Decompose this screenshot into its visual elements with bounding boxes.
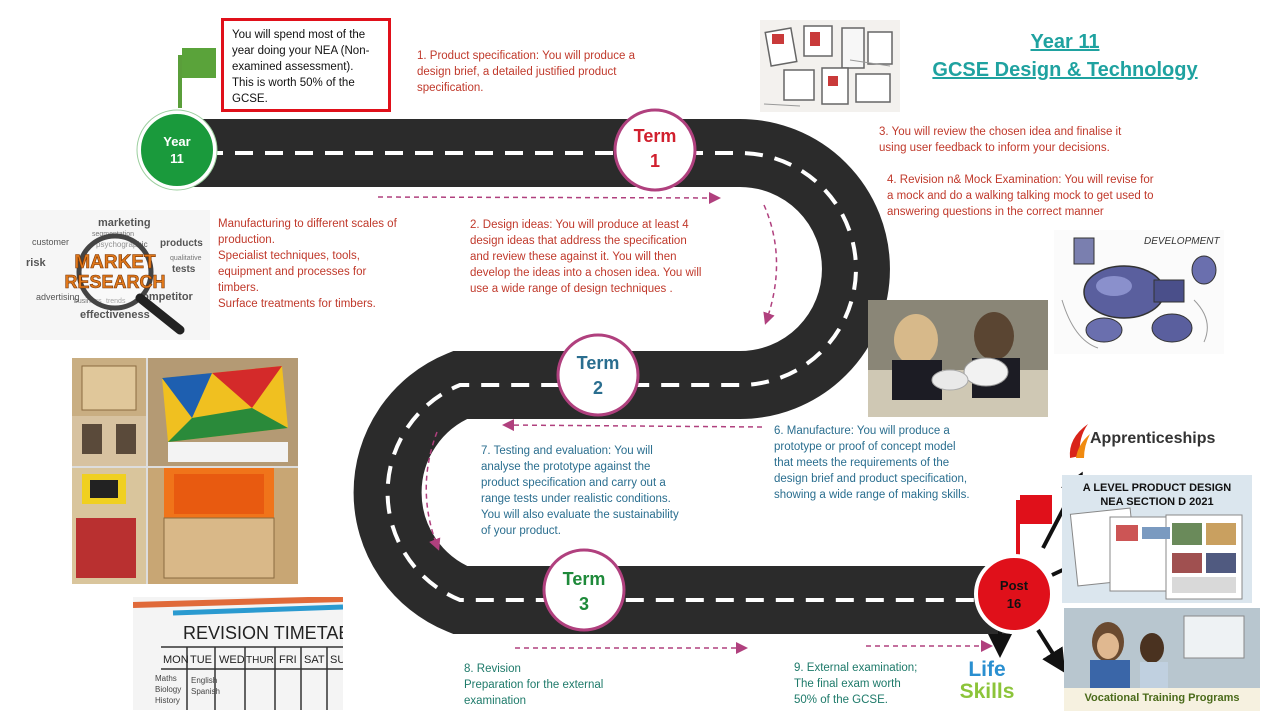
vocational-caption: Vocational Training Programs <box>1084 692 1240 704</box>
arrow-1 <box>377 191 721 204</box>
research-word: RESEARCH <box>64 272 165 292</box>
step-1-text: 1. Product specification: You will produ… <box>417 50 635 94</box>
word-2: customer <box>32 237 69 247</box>
development-graphic: DEVELOPMENT <box>1061 236 1220 349</box>
word-12: qualitative <box>170 255 202 262</box>
apprenticeships-logo: Apprenticeships <box>1066 420 1226 460</box>
cell-spanish: Spanish <box>191 687 220 696</box>
timetable-heading: REVISION TIMETABLE <box>183 623 343 643</box>
market-research-graphic: marketing segmentation customer psychogr… <box>26 217 203 335</box>
cell-maths: Maths <box>155 674 177 683</box>
furniture-photos <box>72 358 298 584</box>
end-label: Post 16 <box>999 578 1029 611</box>
end-circle <box>974 554 1054 634</box>
arrow-vocational <box>1036 628 1066 674</box>
cell-english: English <box>191 676 217 685</box>
sketches-graphic <box>763 25 893 107</box>
classroom-graphic <box>868 300 1048 417</box>
word-7: tests <box>172 264 196 275</box>
day-sun: SU <box>330 654 343 666</box>
step-4-text: 4. Revision n& Mock Examination: You wil… <box>887 174 1154 218</box>
word-11: effectiveness <box>80 309 150 321</box>
term3-label: Term 3 <box>562 569 606 614</box>
market-word: MARKET <box>74 252 156 273</box>
apprenticeships-swoosh-icon <box>1069 424 1090 458</box>
apprenticeships-text: Apprenticeships <box>1090 430 1216 447</box>
a-level-pages-graphic <box>1069 507 1243 600</box>
term3-circle <box>542 548 626 632</box>
timetable-graphic: REVISION TIMETABLE MON TUE WED THUR FRI … <box>133 597 343 710</box>
word-3: psychographic <box>96 240 148 249</box>
product-sketches-image <box>760 20 900 112</box>
step-7-text: 7. Testing and evaluation: You will anal… <box>481 445 679 537</box>
term1-circle <box>613 108 697 192</box>
start-label: Year 11 <box>163 134 191 166</box>
day-tue: TUE <box>190 654 212 666</box>
flag-end <box>1016 495 1052 560</box>
word-4: products <box>160 238 203 249</box>
term1-label: Term 1 <box>633 126 677 171</box>
arrow-4 <box>425 431 441 551</box>
step-9-text: 9. External examination; The final exam … <box>794 662 918 706</box>
word-10: advertising <box>36 292 80 302</box>
word-8: trends <box>106 298 126 305</box>
arrow-3 <box>502 419 763 432</box>
cell-history: History <box>155 696 180 705</box>
revision-timetable-image: REVISION TIMETABLE MON TUE WED THUR FRI … <box>133 597 343 710</box>
classroom-photo <box>868 300 1048 417</box>
nea-note: You will spend most of the year doing yo… <box>221 18 391 112</box>
word-6: business <box>74 298 102 305</box>
day-mon: MON <box>163 654 189 666</box>
day-sat: SAT <box>304 654 325 666</box>
word-0: marketing <box>98 217 151 229</box>
word-9: competitor <box>136 291 194 303</box>
a-level-title: A LEVEL PRODUCT DESIGN NEA SECTION D 202… <box>1082 482 1232 508</box>
word-5: risk <box>26 257 46 269</box>
flag-start <box>178 48 216 108</box>
manufacturing-text: Manufacturing to different scales of pro… <box>218 218 397 310</box>
step-6-text: 6. Manufacture: You will produce a proto… <box>774 425 970 501</box>
day-fri: FRI <box>279 654 297 666</box>
arrow-2 <box>763 204 778 325</box>
step-3-text: 3. You will review the chosen idea and f… <box>879 126 1122 154</box>
start-circle <box>137 110 217 190</box>
cell-biology: Biology <box>155 685 181 694</box>
a-level-poster: A LEVEL PRODUCT DESIGN NEA SECTION D 202… <box>1062 475 1252 603</box>
market-research-image: marketing segmentation customer psychogr… <box>20 210 210 340</box>
term2-circle <box>556 333 640 417</box>
life-skills-logo: Life Skills <box>959 658 1015 703</box>
day-thur: THUR <box>246 655 274 666</box>
day-wed: WED <box>219 654 245 666</box>
road-center-line <box>175 151 1010 602</box>
development-label: DEVELOPMENT <box>1144 236 1220 247</box>
page-title: Year 11 GCSE Design & Technology <box>932 31 1198 81</box>
vocational-training-image: Vocational Training Programs <box>1064 608 1260 711</box>
step-2-text: 2. Design ideas: You will produce at lea… <box>470 219 702 295</box>
term2-label: Term 2 <box>576 353 620 398</box>
furniture-graphic <box>72 358 298 584</box>
step-8-text: 8. Revision Preparation for the external… <box>464 663 604 707</box>
development-sketch-image: DEVELOPMENT <box>1054 230 1224 354</box>
vocational-graphic <box>1064 608 1260 711</box>
